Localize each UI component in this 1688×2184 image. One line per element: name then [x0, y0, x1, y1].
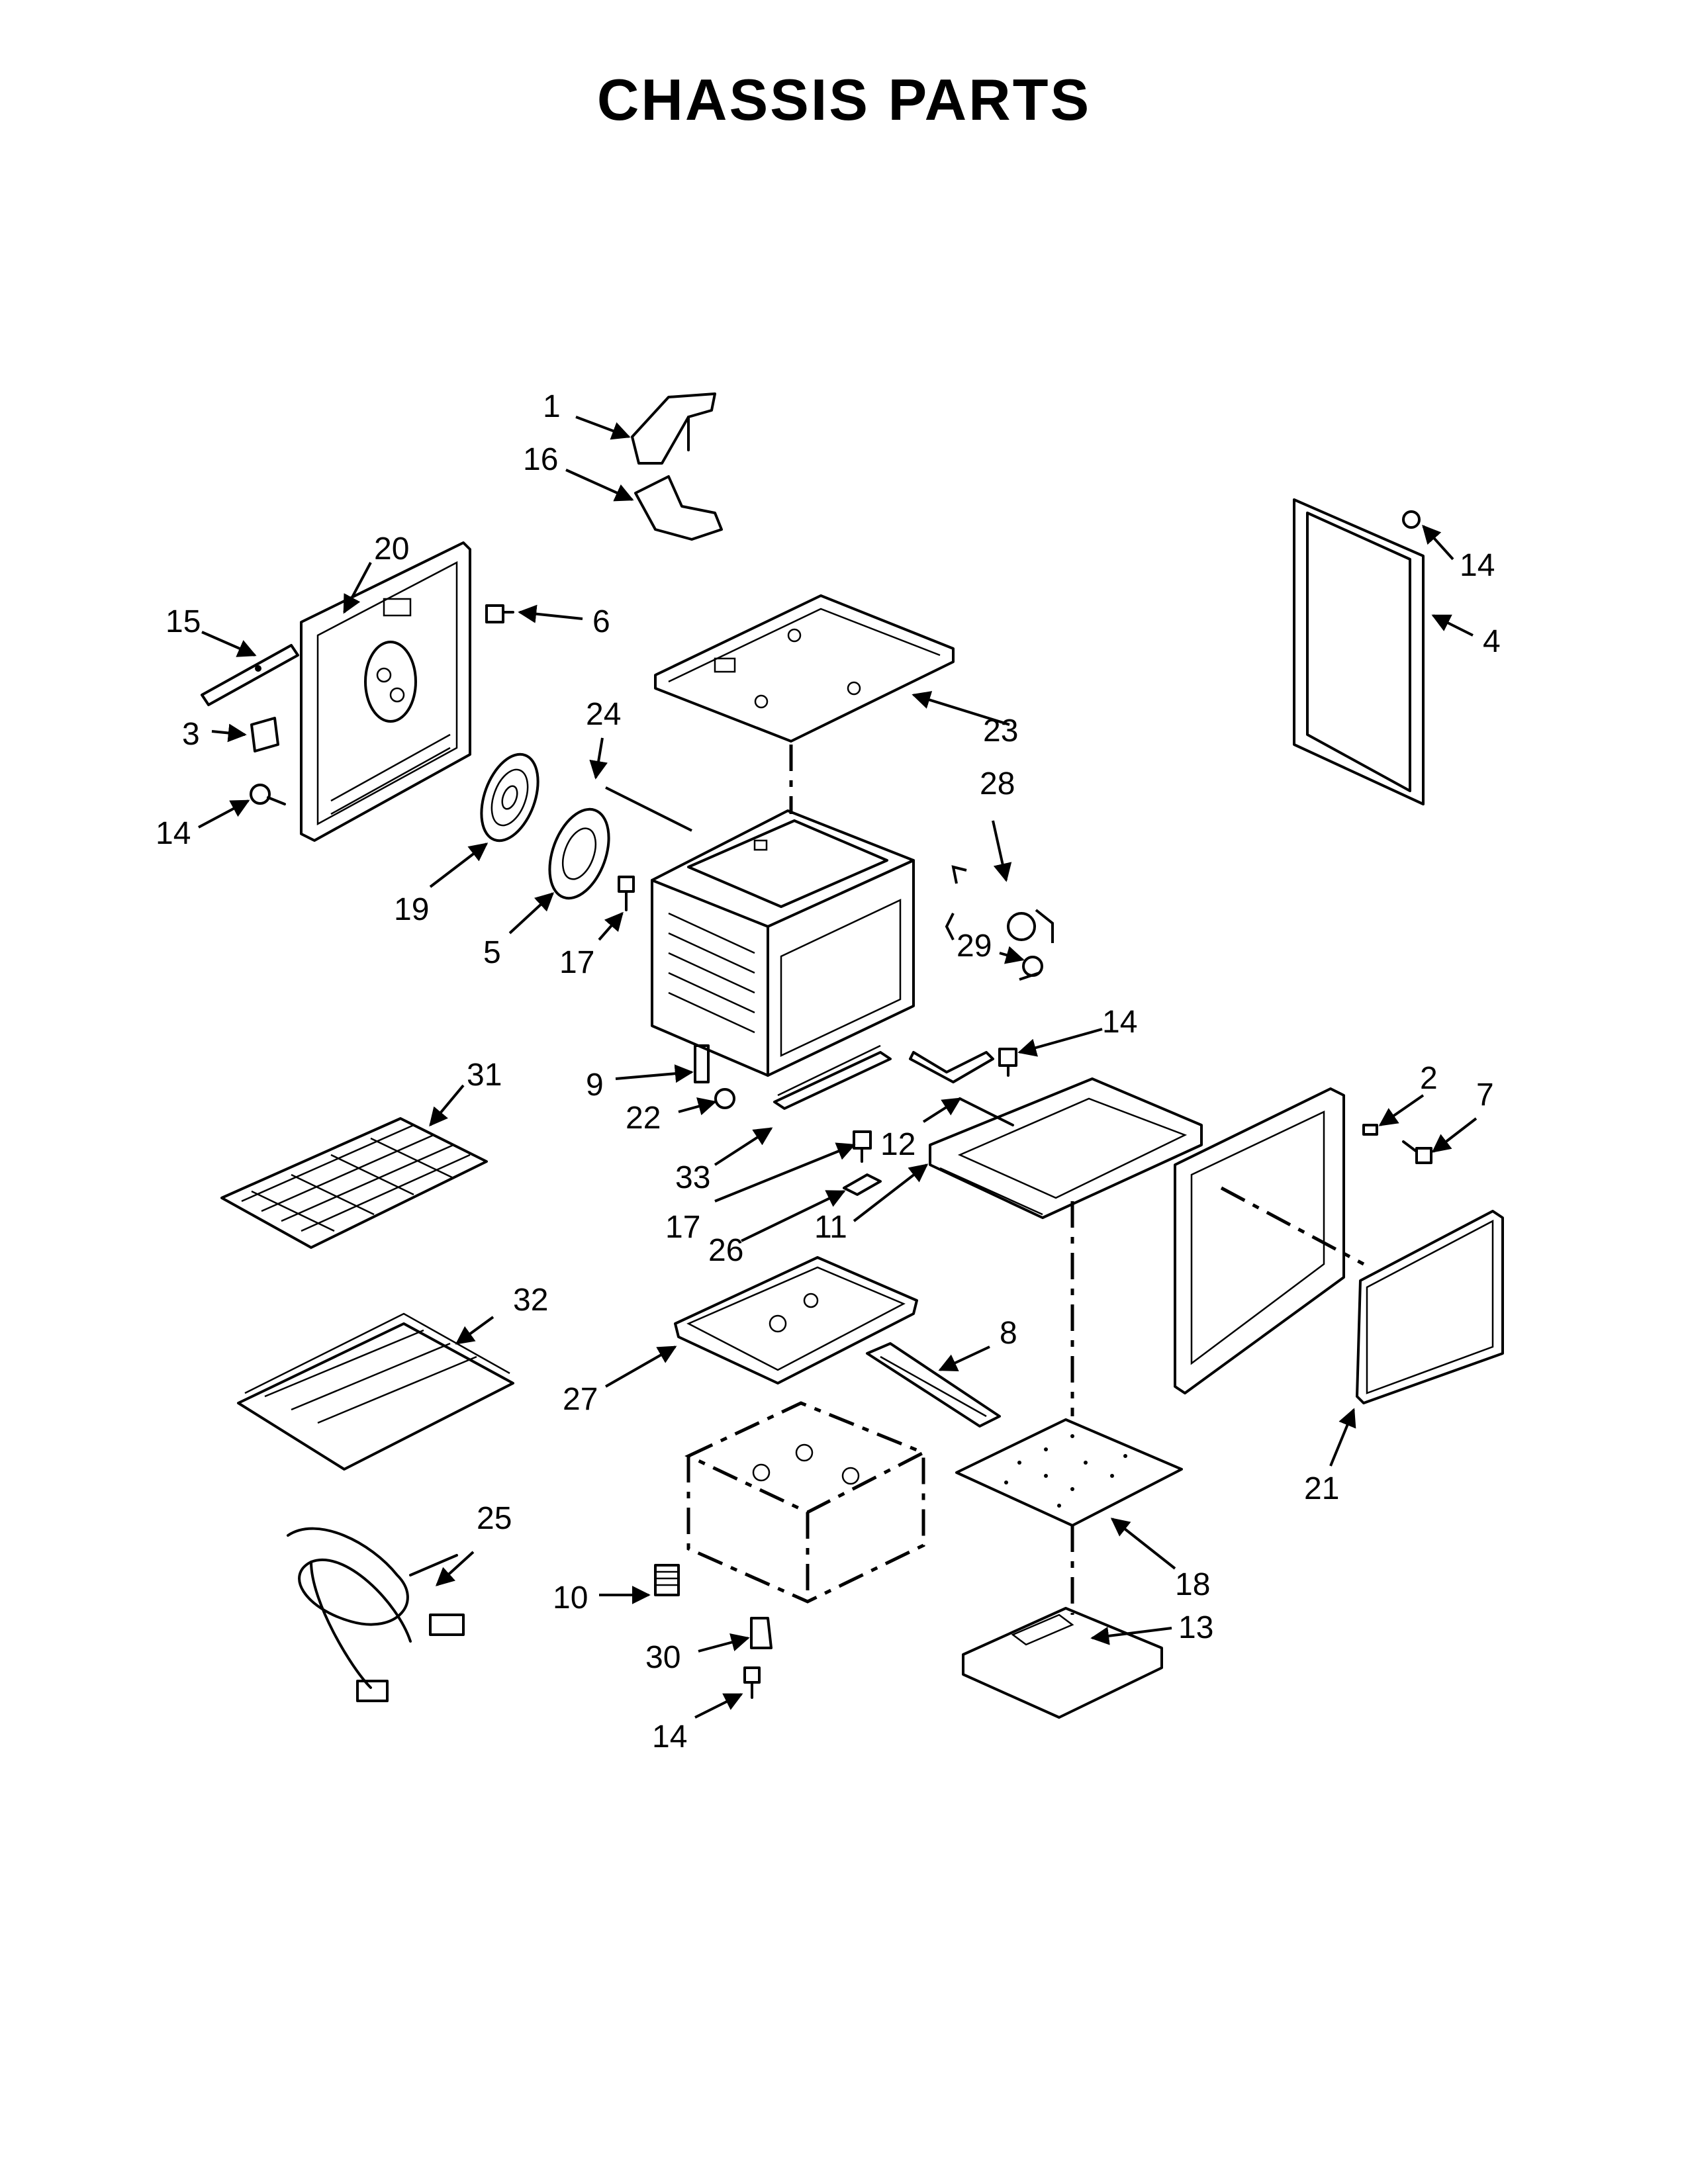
callout-9: 9: [586, 1068, 604, 1103]
callout-5: 5: [483, 935, 501, 970]
part-oven-cavity: [651, 809, 915, 1077]
callout-3: 3: [182, 717, 200, 752]
part-hinge-9: [694, 1044, 710, 1083]
callout-13: 13: [1178, 1610, 1213, 1645]
part-plate-26: [843, 1173, 882, 1196]
part-drawer-tray-13: [962, 1607, 1163, 1719]
callout-31: 31: [467, 1058, 502, 1093]
part-bottom-plate: [674, 1256, 918, 1385]
callout-26: 26: [708, 1233, 743, 1268]
part-trim-33: [773, 1044, 892, 1110]
callout-25: 25: [477, 1501, 512, 1536]
callout-19: 19: [394, 892, 429, 927]
callout-23: 23: [983, 713, 1018, 749]
part-power-cord: [287, 1527, 465, 1702]
insulation-dots: [1004, 1434, 1127, 1508]
part-vent-bracket: [631, 392, 716, 465]
page-title: CHASSIS PARTS: [596, 67, 1092, 132]
part-top-cover: [654, 594, 955, 743]
part-screw-22: [714, 1088, 735, 1109]
callout-27: 27: [563, 1382, 598, 1417]
part-door-frame: [1293, 498, 1425, 805]
part-sensor-group: [945, 865, 1054, 981]
part-convection-fan: [480, 752, 539, 842]
part-screw-7: [1402, 1140, 1432, 1164]
part-side-rail: [201, 644, 299, 706]
callout-22: 22: [626, 1101, 661, 1136]
callout-21: 21: [1304, 1471, 1339, 1506]
part-bracket-3: [250, 717, 279, 752]
part-screw-6: [485, 604, 514, 623]
part-screw-17a: [618, 876, 635, 911]
part-inner-door-11: [929, 1077, 1203, 1219]
part-element-12: [909, 1051, 1014, 1126]
part-vent-duct: [634, 475, 723, 541]
part-screw-17b: [853, 1130, 872, 1163]
part-rear-panel: [300, 541, 471, 842]
part-insulation-18: [955, 1418, 1183, 1527]
callout-10: 10: [553, 1580, 588, 1615]
part-outer-door-panel: [1174, 1087, 1345, 1394]
callout-32: 32: [513, 1283, 548, 1318]
callout-14d: 14: [652, 1719, 687, 1754]
callout-33: 33: [675, 1160, 710, 1195]
part-spacer-2: [1362, 1124, 1378, 1136]
callout-16: 16: [523, 442, 558, 477]
callout-7: 7: [1476, 1077, 1494, 1113]
part-broil-element-8: [866, 1342, 1001, 1428]
callout-14a: 14: [156, 816, 191, 851]
callout-28: 28: [980, 766, 1015, 801]
part-screw-14b: [998, 1048, 1017, 1077]
part-chassis-base: [684, 1401, 927, 1604]
callout-1: 1: [543, 389, 561, 424]
part-screw-14d: [743, 1666, 761, 1699]
rollout-rack-wires: [264, 1329, 477, 1424]
callout-17b: 17: [665, 1210, 700, 1245]
part-screw-14a: [250, 784, 286, 805]
callout-29: 29: [957, 929, 992, 964]
part-door-gasket: [1356, 1210, 1504, 1404]
part-rollout-rack: [237, 1312, 514, 1471]
alignment-lines: [789, 745, 1365, 1615]
part-bracket-30: [750, 1617, 773, 1649]
callout-14b: 14: [1102, 1005, 1137, 1040]
callout-14c: 14: [1460, 548, 1495, 583]
callout-30: 30: [645, 1640, 680, 1675]
callout-20: 20: [374, 531, 409, 567]
callout-12: 12: [880, 1127, 915, 1162]
part-oven-rack: [220, 1117, 488, 1249]
callout-labels: 1 16 20 15 6 3 14 19 5 17 24 23 28 29 14…: [156, 389, 1501, 1754]
callout-6: 6: [592, 604, 610, 639]
callout-15: 15: [165, 604, 201, 639]
oven-rack-slots: [668, 912, 755, 1034]
callout-18: 18: [1175, 1567, 1210, 1602]
callout-11: 11: [814, 1210, 847, 1245]
callout-17a: 17: [559, 945, 594, 980]
callout-4: 4: [1483, 624, 1501, 659]
leader-arrows: [198, 416, 1477, 1719]
part-fan-cover: [548, 807, 610, 900]
callout-24: 24: [586, 697, 621, 732]
callout-2: 2: [1420, 1061, 1438, 1096]
callout-8: 8: [1000, 1316, 1017, 1351]
rack-wires: [241, 1124, 471, 1232]
part-leveling-leg: [654, 1564, 680, 1596]
